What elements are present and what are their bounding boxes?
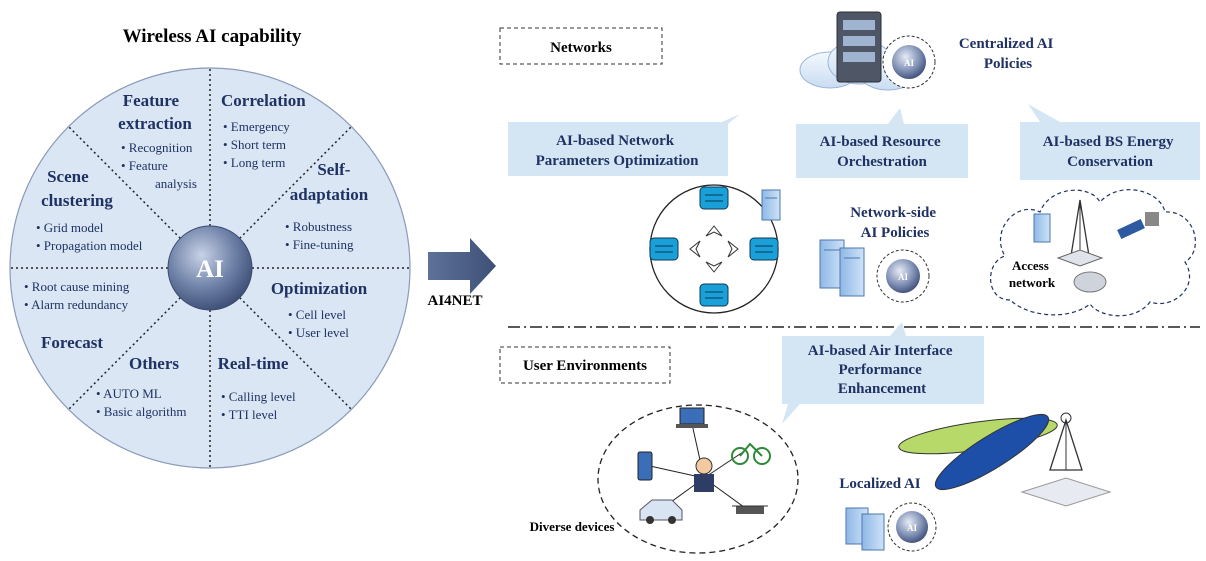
sector-feature-extraction: Feature extraction • Recognition • Featu…	[118, 91, 197, 191]
sector-forecast: • Root cause mining • Alarm redundancy F…	[24, 279, 133, 352]
sector-title: Scene clustering	[41, 167, 113, 210]
wheel-divider	[239, 297, 352, 410]
capability-wheel: AI	[9, 67, 411, 469]
callout-text: AI-based Network Parameters Optimization	[536, 133, 700, 169]
callout-text: AI-based Air Interface Performance Enhan…	[808, 343, 956, 397]
wheel-divider	[239, 126, 352, 239]
localized-ai-label: Localized AI	[839, 476, 920, 492]
user-env-label-box	[499, 346, 671, 384]
badge-text: AI	[904, 58, 914, 68]
sector-title: Feature extraction	[118, 91, 192, 133]
capability-title: Wireless AI capability	[123, 26, 302, 47]
sector-self-adaptation: Self- adaptation • Robustness • Fine-tun…	[285, 160, 369, 252]
access-network-label: Access network	[1009, 258, 1056, 290]
sector-items: • Recognition • Feature analysis	[121, 140, 197, 191]
centralized-ai-badge-icon: AI	[882, 35, 936, 89]
callout-param-optimization: AI-based Network Parameters Optimization	[508, 114, 740, 176]
wheel-dividers	[10, 68, 410, 468]
sector-title: Self- adaptation	[290, 160, 369, 204]
sector-real-time: Real-time • Calling level • TTI level	[218, 354, 299, 422]
sector-title: Others	[129, 354, 179, 373]
localized-ai-badge-icon: AI	[887, 502, 937, 552]
sector-optimization: Optimization • Cell level • User level	[271, 279, 368, 340]
arrow-shape	[428, 238, 496, 294]
sector-title: Correlation	[221, 91, 306, 110]
callout-text: AI-based Resource Orchestration	[820, 134, 945, 170]
beamforming-tower-icon	[898, 412, 1112, 507]
sector-others: Others • AUTO ML • Basic algorithm	[96, 354, 186, 419]
network-side-servers-icon	[819, 239, 865, 297]
sector-items: • Robustness • Fine-tuning	[285, 219, 355, 252]
callout-resource-orchestration: AI-based Resource Orchestration	[796, 108, 968, 178]
sector-title: Forecast	[41, 333, 103, 352]
sector-items: • Root cause mining • Alarm redundancy	[24, 279, 133, 312]
diverse-devices-icon	[597, 404, 799, 554]
sector-items: • AUTO ML • Basic algorithm	[96, 386, 186, 419]
wheel-divider	[68, 297, 181, 410]
arrow-label: AI4NET	[427, 293, 482, 309]
access-network-cloud-icon	[990, 189, 1196, 317]
networks-label-box	[499, 27, 663, 65]
user-env-label: User Environments	[523, 358, 647, 374]
networks-label: Networks	[550, 40, 612, 56]
callout-air-interface: AI-based Air Interface Performance Enhan…	[782, 322, 984, 424]
sector-title: Real-time	[218, 354, 289, 373]
callout-bs-energy: AI-based BS Energy Conservation	[1020, 104, 1200, 180]
ai-core	[167, 225, 253, 311]
sector-items: • Calling level • TTI level	[221, 389, 299, 422]
network-topology-icon	[649, 184, 781, 314]
centralized-ai-label: Centralized AI Policies	[959, 36, 1057, 72]
sector-items: • Emergency • Short term • Long term	[223, 119, 293, 170]
localized-servers-icon	[845, 507, 885, 551]
badge-text: AI	[907, 523, 917, 533]
wheel-divider	[68, 126, 181, 239]
diverse-devices-label: Diverse devices	[530, 519, 615, 534]
sector-scene-clustering: Scene clustering • Grid model • Propagat…	[36, 167, 143, 253]
ai4net-arrow: AI4NET	[427, 238, 496, 309]
sector-title: Optimization	[271, 279, 368, 298]
network-side-ai-badge-icon: AI	[876, 249, 930, 303]
ai-core-label: AI	[196, 256, 224, 283]
network-side-label: Network-side AI Policies	[850, 205, 940, 241]
sector-items: • Cell level • User level	[288, 307, 349, 340]
callout-text: AI-based BS Energy Conservation	[1043, 134, 1178, 170]
sector-correlation: Correlation • Emergency • Short term • L…	[221, 91, 306, 170]
sector-items: • Grid model • Propagation model	[36, 220, 143, 253]
badge-text: AI	[898, 272, 908, 282]
